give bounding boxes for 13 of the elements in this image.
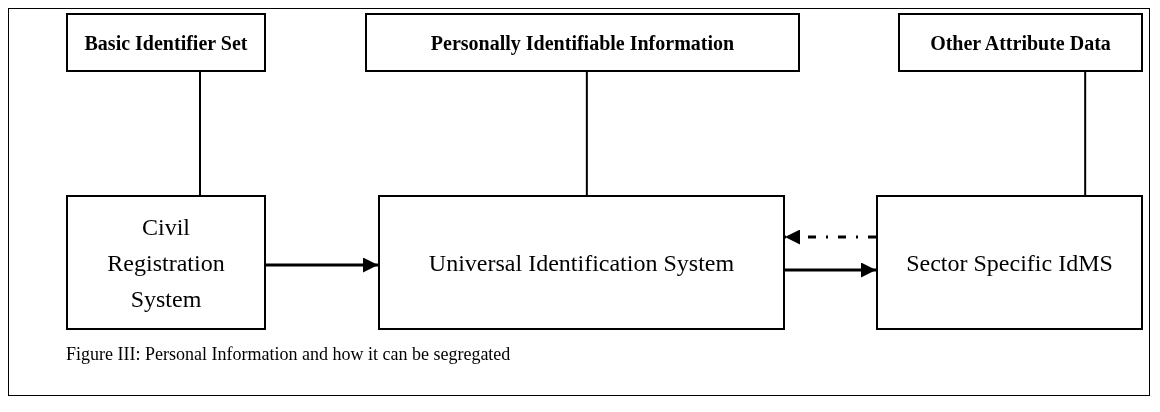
category-box: Personally Identifiable Information [365,13,800,72]
arrow [266,257,378,273]
figure-caption: Figure III: Personal Information and how it can be segregated [66,344,511,365]
connector-line [199,71,201,196]
connector-line [1084,71,1087,196]
system-box: Universal Identification System [378,195,785,330]
system-box: Civil Registration System [66,195,266,330]
system-box: Sector Specific IdMS [876,195,1143,330]
category-box: Basic Identifier Set [66,13,266,72]
dashed-arrow [785,229,876,245]
connector-line [585,71,588,196]
category-box: Other Attribute Data [898,13,1143,72]
arrow [785,262,876,278]
